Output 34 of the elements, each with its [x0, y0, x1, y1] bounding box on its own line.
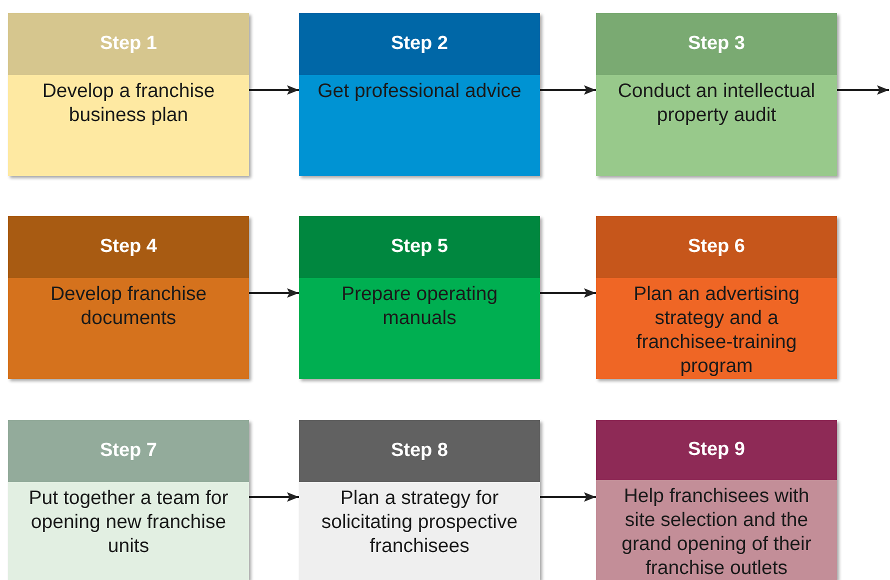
step-heading: Step 1 — [100, 33, 158, 55]
step-card — [8, 216, 249, 379]
arrow — [249, 492, 299, 502]
step-description: Conduct an intellectual property audit — [616, 79, 816, 127]
step-card — [8, 420, 249, 580]
step-heading: Step 4 — [100, 236, 158, 258]
step-heading: Step 6 — [688, 236, 746, 258]
arrow — [249, 288, 299, 298]
step-description: Plan an advertising strategy and a franchisee-training program — [632, 282, 800, 378]
step-heading: Step 3 — [688, 33, 746, 55]
step-card — [299, 13, 540, 176]
arrow — [540, 492, 596, 502]
arrow — [540, 288, 596, 298]
step-description: Plan a strategy for solicitating prospective franchisees — [320, 486, 519, 558]
step-heading: Step 8 — [390, 440, 448, 462]
step-heading: Step 2 — [390, 33, 448, 55]
step-description: Put together a team for opening new franchise units — [28, 486, 230, 558]
step-description: Prepare operating manuals — [340, 282, 499, 330]
step-card — [299, 420, 540, 580]
step-heading: Step 9 — [688, 439, 746, 461]
step-description: Develop a franchise business plan — [41, 79, 216, 127]
arrow — [837, 85, 889, 95]
arrow — [540, 85, 596, 95]
step-card — [596, 216, 837, 379]
step-heading: Step 7 — [100, 440, 158, 462]
step-heading: Step 5 — [390, 236, 448, 258]
step-description: Get professional advice — [316, 79, 522, 103]
arrow — [249, 85, 299, 95]
step-card — [596, 13, 837, 176]
step-card — [8, 13, 249, 176]
step-card — [596, 420, 837, 580]
step-description: Help franchisees with site selection and the grand opening of their franchise outlets — [620, 484, 812, 580]
step-description: Develop franchise documents — [49, 282, 208, 330]
step-card — [299, 216, 540, 379]
